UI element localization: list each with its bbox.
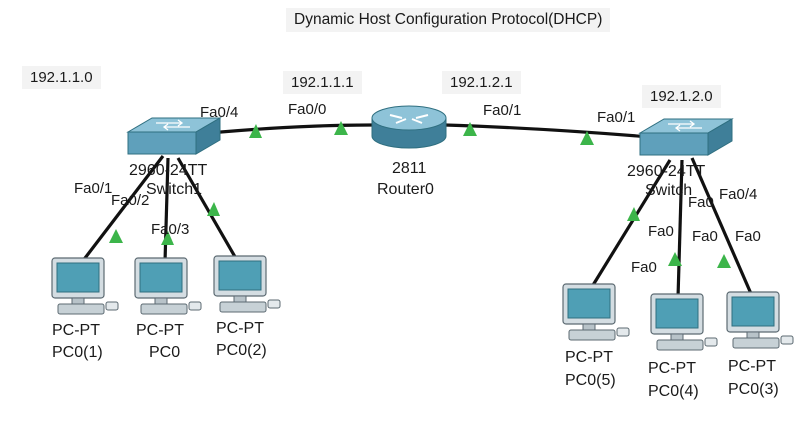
link-indicators bbox=[109, 121, 731, 268]
port-label: Fa0/4 bbox=[200, 104, 239, 121]
diagram-title: Dynamic Host Configuration Protocol(DHCP… bbox=[286, 8, 611, 32]
pc-name: PC0(2) bbox=[216, 342, 267, 359]
link-switch1-pc02 bbox=[176, 157, 240, 263]
switch-right-model: 2960-24TT bbox=[627, 163, 706, 180]
port-label: Fa0/1 bbox=[74, 180, 113, 197]
pc-icon[interactable] bbox=[134, 257, 202, 315]
link-switch2-pc05 bbox=[588, 159, 672, 291]
link-up-triangle bbox=[249, 124, 262, 138]
pc-type: PC-PT bbox=[648, 360, 696, 377]
switch-icon[interactable] bbox=[638, 118, 734, 156]
link-up-triangle bbox=[334, 121, 348, 135]
pc-name: PC0(1) bbox=[52, 344, 103, 361]
router-ip-left: 192.1.1.1 bbox=[283, 71, 362, 94]
pc-name: PC0 bbox=[149, 344, 181, 361]
port-label: Fa0 bbox=[631, 259, 657, 276]
pc-type: PC-PT bbox=[216, 320, 264, 337]
pc-type: PC-PT bbox=[136, 322, 184, 339]
port-label: Fa0 bbox=[692, 228, 718, 245]
port-label: Fa0/0 bbox=[288, 101, 327, 118]
link-up-triangle bbox=[627, 207, 640, 221]
pc-icon[interactable] bbox=[51, 257, 119, 315]
port-label: Fa0/1 bbox=[483, 102, 522, 119]
link-up-triangle bbox=[580, 131, 594, 145]
port-label: Fa0/4 bbox=[719, 186, 758, 203]
pc-type: PC-PT bbox=[728, 358, 776, 375]
pc-icon[interactable] bbox=[213, 255, 281, 313]
router-ip-right: 192.1.2.1 bbox=[442, 71, 521, 94]
router-icon[interactable] bbox=[371, 105, 447, 149]
pc-type: PC-PT bbox=[565, 349, 613, 366]
pc-icon[interactable] bbox=[562, 283, 630, 341]
link-up-triangle bbox=[207, 202, 220, 216]
port-label: Fa0 bbox=[648, 223, 674, 240]
switch-left-model: 2960-24TT bbox=[129, 162, 208, 179]
link-up-triangle bbox=[463, 122, 477, 136]
link-switch2-pc03 bbox=[690, 157, 754, 297]
link-up-triangle bbox=[161, 231, 174, 245]
port-label: Fa0 bbox=[735, 228, 761, 245]
pc-type: PC-PT bbox=[52, 322, 100, 339]
pc-name: PC0(4) bbox=[648, 383, 699, 400]
link-switch1-pc01 bbox=[80, 155, 165, 263]
link-up-triangle bbox=[668, 252, 682, 266]
pc-icon[interactable] bbox=[726, 291, 794, 349]
port-label: Fa0/2 bbox=[111, 192, 150, 209]
port-label: Fa0/3 bbox=[151, 221, 190, 238]
link-up-triangle bbox=[109, 229, 123, 243]
network-label-right: 192.1.2.0 bbox=[642, 85, 721, 108]
router-name: Router0 bbox=[377, 181, 434, 198]
switch-icon[interactable] bbox=[126, 117, 222, 155]
switch-left-name: Switch1 bbox=[146, 181, 203, 198]
router-model: 2811 bbox=[392, 160, 427, 177]
pc-name: PC0(3) bbox=[728, 381, 779, 398]
pc-name: PC0(5) bbox=[565, 372, 616, 389]
pc-icon[interactable] bbox=[650, 293, 718, 351]
link-up-triangle bbox=[717, 254, 731, 268]
network-label-left: 192.1.1.0 bbox=[22, 66, 101, 89]
switch-right-name: Switch bbox=[645, 182, 693, 199]
port-label: Fa0 bbox=[688, 194, 714, 211]
port-label: Fa0/1 bbox=[597, 109, 636, 126]
link-switch2-pc04 bbox=[676, 159, 684, 299]
